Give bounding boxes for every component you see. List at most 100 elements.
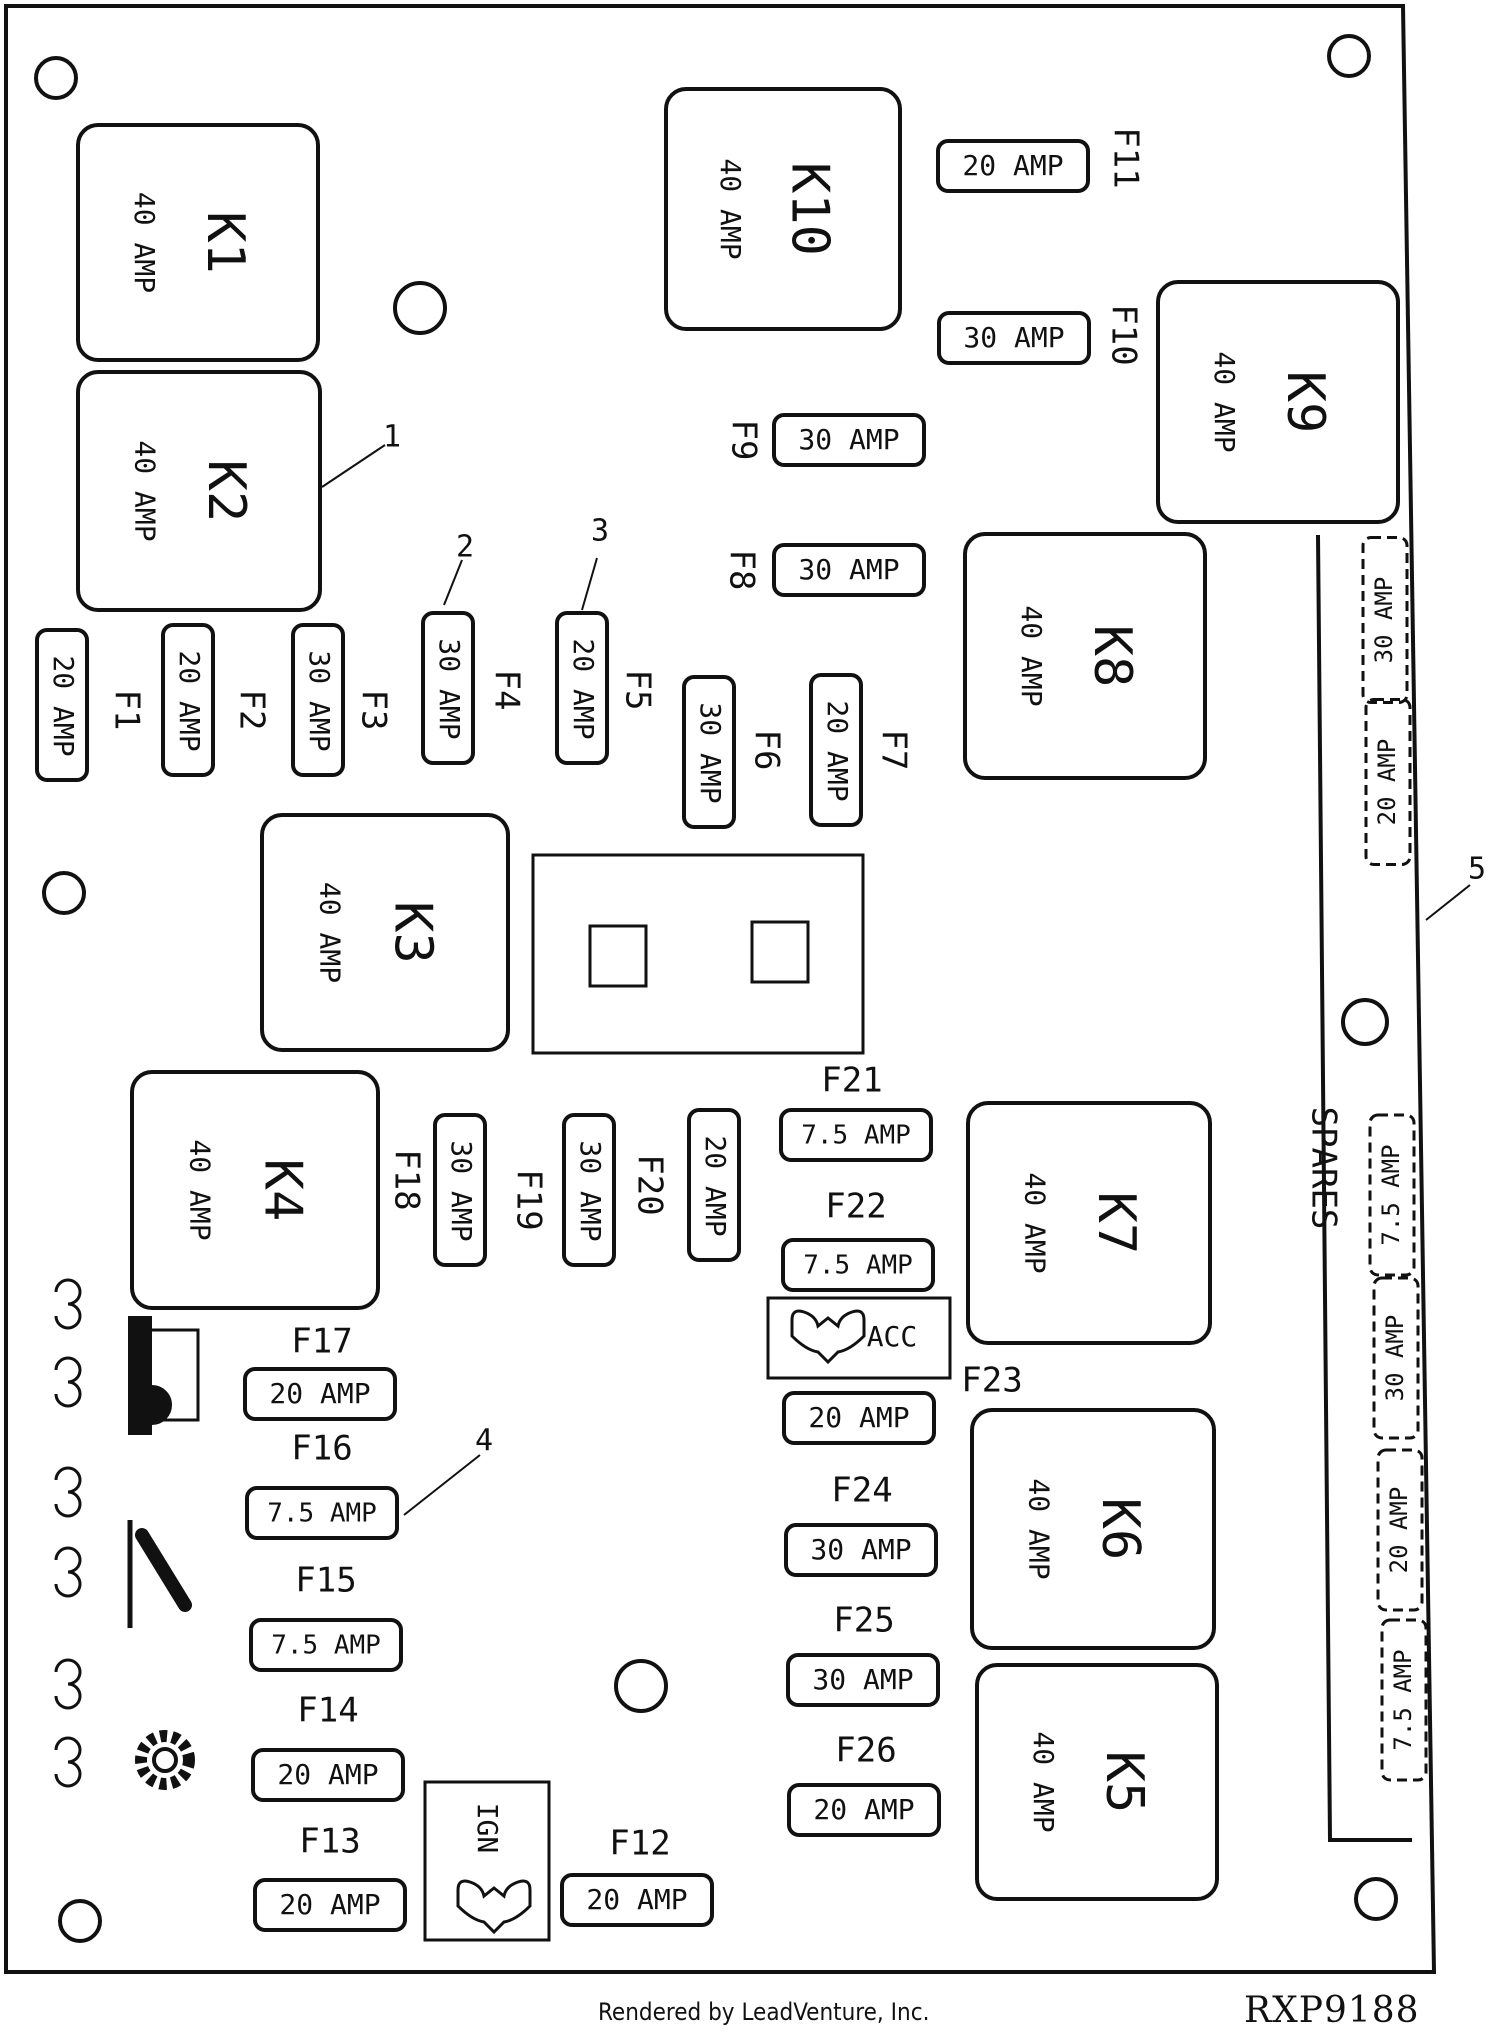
spare-fuse-rating: 7.5 AMP — [1377, 1144, 1405, 1245]
fuse-body — [35, 628, 89, 782]
fuse-label: F1 — [107, 690, 147, 731]
part-number: RXP9188 — [1244, 1990, 1420, 2031]
relay-body — [664, 87, 902, 331]
fuse-body — [251, 1748, 405, 1802]
mounting-hole — [1327, 34, 1371, 78]
fuse-label: F10 — [1104, 304, 1144, 365]
terminal-hook-icon — [54, 1356, 82, 1408]
fuse-label: F12 — [609, 1824, 670, 1864]
fuse-rating: 20 AMP — [821, 700, 854, 801]
fuse-body — [937, 311, 1091, 365]
spare-fuse-slot: 20 AMP — [1376, 1448, 1424, 1612]
spare-fuse-rating: 7.5 AMP — [1389, 1649, 1417, 1750]
spare-fuse-slot: 7.5 AMP — [1368, 1113, 1416, 1277]
rendered-by-credit: Rendered by LeadVenture, Inc. — [598, 1998, 930, 2026]
spare-fuse-body — [1376, 1448, 1424, 1612]
acc-label: ACC — [867, 1320, 918, 1353]
fuse-body — [772, 413, 926, 467]
relay-rating: 40 AMP — [1022, 1478, 1055, 1579]
relay-body — [966, 1101, 1212, 1345]
callout-leader — [321, 444, 386, 488]
fuse-rating: 30 AMP — [963, 321, 1064, 354]
fuse-label: F14 — [297, 1691, 358, 1731]
fuse-f12: 20 AMP F12 — [560, 1824, 714, 1927]
mounting-hole — [614, 1659, 668, 1713]
fuse-rating: 20 AMP — [586, 1883, 687, 1916]
callout-number: 2 — [456, 530, 474, 565]
fuse-body — [555, 611, 609, 765]
fuse-rating: 30 AMP — [812, 1663, 913, 1696]
fuse-label: F21 — [821, 1061, 882, 1101]
mounting-hole — [42, 871, 86, 915]
fuse-rating: 20 AMP — [813, 1793, 914, 1826]
fuse-rating: 20 AMP — [699, 1135, 732, 1236]
relay-body — [975, 1663, 1219, 1901]
fuse-label: F3 — [354, 690, 394, 731]
fuse-body — [253, 1878, 407, 1932]
relay-body — [963, 532, 1207, 780]
spare-fuse-slot: 7.5 AMP — [1380, 1618, 1428, 1782]
mounting-hole — [58, 1899, 102, 1943]
spares-bracket — [1316, 534, 1412, 1842]
callout-leader — [1425, 884, 1471, 921]
relay-rating: 40 AMP — [1015, 605, 1048, 706]
fuse-label: F26 — [835, 1731, 896, 1771]
fuse-rating: 30 AMP — [798, 423, 899, 456]
fuse-rating: 20 AMP — [277, 1758, 378, 1791]
fuse-label: F23 — [961, 1361, 1022, 1401]
relay-body — [970, 1408, 1216, 1650]
ign-connector-icon — [456, 1879, 532, 1935]
fuse-label: F2 — [232, 690, 272, 731]
callout-leader — [403, 1454, 481, 1516]
wiper-icon — [127, 1520, 192, 1628]
fuse-f24: 30 AMP F24 — [784, 1471, 938, 1577]
fuse-label: F22 — [825, 1187, 886, 1227]
relay-rating: 40 AMP — [714, 158, 747, 259]
fuse-body — [161, 623, 215, 777]
fuse-rating: 20 AMP — [808, 1401, 909, 1434]
fuse-rating: 30 AMP — [433, 638, 466, 739]
fuse-label: F7 — [874, 730, 914, 771]
fuse-body — [562, 1113, 616, 1267]
fuse-body — [245, 1486, 399, 1540]
fuse-label: F24 — [831, 1471, 892, 1511]
fuse-body — [784, 1523, 938, 1577]
spare-fuse-body — [1364, 698, 1412, 866]
fuse-f7: 20 AMP F7 — [809, 673, 914, 827]
ign-terminal-block — [423, 1780, 551, 1942]
mounting-hole — [1354, 1877, 1398, 1921]
fuse-rating: 20 AMP — [567, 638, 600, 739]
fuse-rating: 30 AMP — [810, 1533, 911, 1566]
relay-k4: K4 40 AMP — [130, 1070, 380, 1310]
fuse-body — [779, 1108, 933, 1162]
fuse-body — [291, 623, 345, 777]
relay-id: K6 — [1090, 1498, 1150, 1561]
spare-fuse-body — [1372, 1276, 1420, 1440]
fuse-f10: 30 AMP F10 — [937, 304, 1144, 366]
fuse-body — [782, 1391, 936, 1445]
fuse-body — [786, 1653, 940, 1707]
fuse-rating: 30 AMP — [798, 553, 899, 586]
fuse-body — [560, 1873, 714, 1927]
relay-rating: 40 AMP — [313, 882, 346, 983]
relay-rating: 40 AMP — [1027, 1731, 1060, 1832]
relay-id: K4 — [253, 1159, 313, 1222]
relay-k6: K6 40 AMP — [970, 1408, 1216, 1650]
relay-body — [76, 123, 320, 362]
fuse-label: F13 — [299, 1822, 360, 1862]
fuse-label: F15 — [295, 1561, 356, 1601]
spare-fuse-body — [1368, 1113, 1416, 1277]
fuse-rating: 20 AMP — [269, 1377, 370, 1410]
terminal-hook-icon — [54, 1546, 82, 1598]
relay-rating: 40 AMP — [183, 1139, 216, 1240]
key-switch-icon — [128, 1316, 200, 1435]
relay-id: K3 — [383, 901, 443, 964]
